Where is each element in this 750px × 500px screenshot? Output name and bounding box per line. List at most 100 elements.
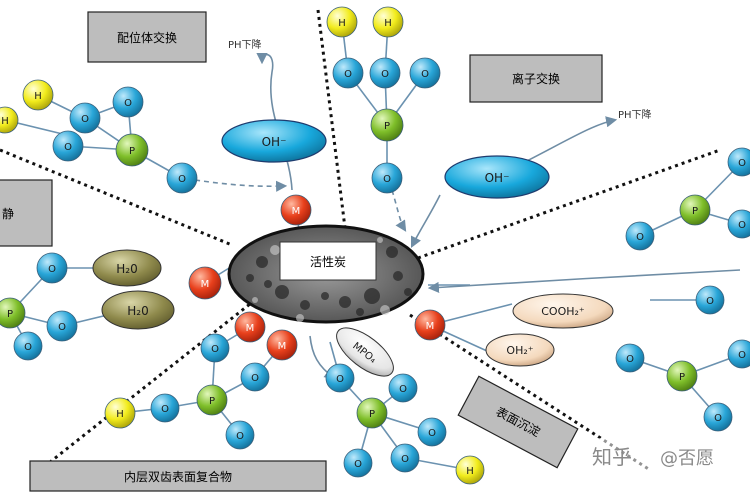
- hydrogen-atom: H: [326, 6, 358, 38]
- carbon-label: 活性炭: [310, 255, 346, 269]
- metal-atom: M: [266, 329, 298, 361]
- watermark-platform: 知乎: [592, 445, 632, 469]
- svg-text:P: P: [209, 396, 215, 407]
- activated-carbon: 活性炭: [227, 224, 425, 324]
- svg-text:O: O: [383, 174, 391, 185]
- metal-atom: M: [414, 309, 446, 341]
- svg-text:P: P: [7, 309, 13, 320]
- svg-text:O: O: [401, 454, 409, 465]
- phosphorus-atom: P: [356, 397, 388, 429]
- species-oh2: OH₂⁺: [485, 333, 555, 367]
- oxygen-atom: O: [200, 333, 230, 363]
- svg-text:H₂0: H₂0: [116, 262, 137, 276]
- oxygen-atom: O: [112, 86, 144, 118]
- oxygen-atom: O: [69, 102, 101, 134]
- svg-text:O: O: [421, 69, 429, 80]
- hydrogen-atom: H: [372, 6, 404, 38]
- svg-text:H: H: [34, 91, 42, 102]
- divider-right: [417, 148, 721, 260]
- oxygen-atom: O: [625, 221, 655, 251]
- svg-text:O: O: [738, 158, 746, 169]
- box-ion-exchange: 离子交换: [469, 54, 603, 103]
- flow-arrows: [194, 53, 741, 380]
- oxygen-atom: O: [46, 310, 78, 342]
- label-inner-complex: 内层双齿表面复合物: [124, 469, 232, 484]
- svg-text:O: O: [178, 174, 186, 185]
- species-oh-right: OH⁻: [444, 155, 550, 199]
- arrow-oh-release: [194, 179, 288, 192]
- oxygen-atom: O: [727, 147, 750, 177]
- svg-text:M: M: [201, 279, 210, 290]
- watermark-handle: @否愿: [660, 448, 714, 469]
- divider-top: [316, 9, 347, 229]
- svg-text:O: O: [738, 220, 746, 231]
- svg-text:O: O: [428, 428, 436, 439]
- mechanism-boxes: 配位体交换 离子交换 静 表面沉淀 内层双齿表面复合物: [0, 11, 603, 492]
- svg-text:H: H: [1, 116, 9, 127]
- note-ph-drop-left: PH下降: [228, 38, 262, 51]
- species-mpo4: MPO₄: [336, 327, 394, 377]
- arrow-right-in: [427, 269, 741, 293]
- label-left-box: 静: [2, 207, 14, 221]
- oxygen-atom: O: [371, 162, 403, 194]
- svg-text:O: O: [58, 322, 66, 333]
- svg-text:H: H: [338, 18, 346, 29]
- label-ion-exchange: 离子交换: [512, 71, 560, 86]
- box-surface-precipitation: 表面沉淀: [457, 375, 579, 469]
- carbon-pores: [246, 246, 412, 316]
- hydrogen-atom: H: [0, 106, 19, 134]
- hydrogen-atom: H: [455, 455, 485, 485]
- svg-text:COOH₂⁺: COOH₂⁺: [541, 305, 585, 318]
- species-water-upper: H₂0: [92, 249, 162, 287]
- oxygen-atom: O: [52, 130, 84, 162]
- metal-atom: M: [188, 266, 222, 300]
- oxygen-atom: O: [417, 417, 447, 447]
- metal-atom: M: [280, 194, 312, 226]
- oxygen-atom: O: [240, 362, 270, 392]
- svg-text:M: M: [246, 323, 255, 334]
- species-cooh2: COOH₂⁺: [512, 293, 614, 329]
- svg-text:H: H: [116, 409, 124, 420]
- box-ligand-exchange: 配位体交换: [87, 11, 207, 63]
- svg-text:H: H: [466, 466, 474, 477]
- svg-text:P: P: [384, 121, 390, 132]
- oxygen-atom: O: [13, 331, 43, 361]
- arrow-phosphate-in: [391, 189, 407, 232]
- svg-text:O: O: [381, 69, 389, 80]
- svg-text:P: P: [129, 146, 135, 157]
- svg-text:O: O: [354, 459, 362, 470]
- oxygen-atom: O: [332, 57, 364, 89]
- phosphorus-atom: P: [196, 384, 228, 416]
- oxygen-atom: O: [695, 285, 725, 315]
- svg-text:O: O: [211, 344, 219, 355]
- svg-text:O: O: [236, 431, 244, 442]
- phosphorus-atom: P: [370, 108, 404, 142]
- svg-text:O: O: [706, 296, 714, 307]
- svg-text:H₂0: H₂0: [127, 304, 148, 318]
- svg-text:O: O: [626, 354, 634, 365]
- svg-text:P: P: [369, 409, 375, 420]
- phosphorus-atom: P: [115, 133, 149, 167]
- svg-text:O: O: [48, 264, 56, 275]
- oxygen-atom: O: [615, 343, 645, 373]
- oxygen-atom: O: [409, 57, 441, 89]
- species-water-lower: H₂0: [101, 290, 175, 330]
- oxygen-atom: O: [36, 252, 68, 284]
- svg-text:O: O: [738, 350, 746, 361]
- watermark: 知乎 @否愿: [588, 438, 750, 472]
- box-left: 静: [0, 179, 53, 247]
- svg-text:OH₂⁺: OH₂⁺: [506, 344, 533, 357]
- oxygen-atom: O: [369, 57, 401, 89]
- svg-text:P: P: [679, 372, 685, 383]
- svg-text:OH⁻: OH⁻: [262, 135, 287, 149]
- metal-atom: M: [234, 311, 266, 343]
- svg-text:O: O: [64, 142, 72, 153]
- svg-text:M: M: [426, 321, 435, 332]
- species: OH⁻ OH⁻ H₂0 H₂0 COOH₂⁺ OH₂⁺ MPO₄: [92, 119, 614, 377]
- label-ligand-exchange: 配位体交换: [117, 30, 177, 45]
- oxygen-atom: O: [325, 363, 355, 393]
- oxygen-atom: O: [225, 420, 255, 450]
